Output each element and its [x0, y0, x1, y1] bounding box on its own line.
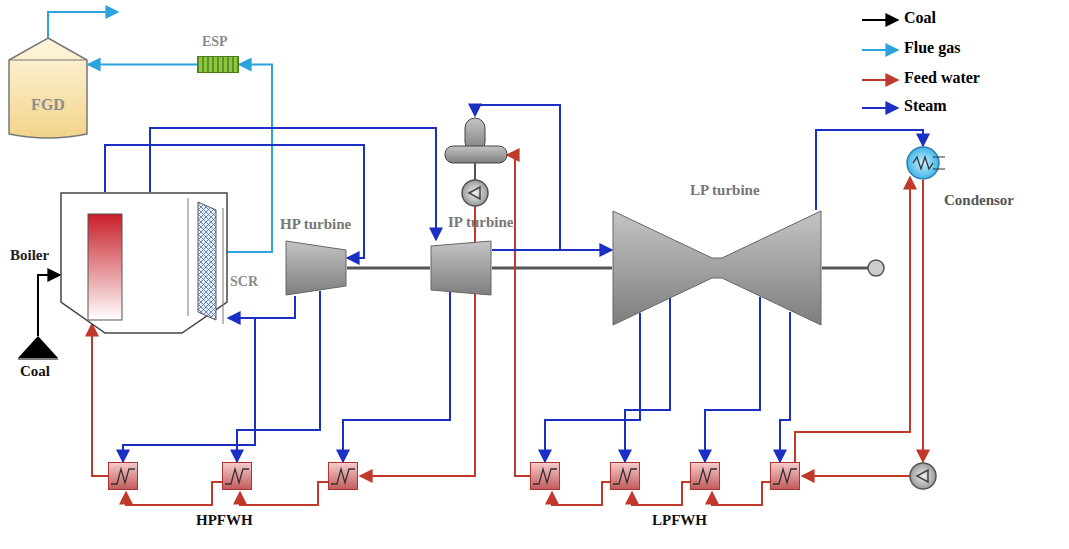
ip-turbine-outline	[431, 241, 491, 295]
legend-text: Coal	[904, 9, 936, 27]
scr-unit-outline	[198, 202, 216, 320]
legend-sample	[862, 20, 898, 108]
node-label: Coal	[20, 363, 50, 380]
feedwater-heater	[223, 463, 252, 490]
legend-text: Feed water	[904, 69, 980, 87]
feedwater-heater	[109, 463, 138, 490]
feedwater-heater	[109, 463, 800, 490]
condenser: Condensor	[906, 146, 940, 180]
legend-text: Flue gas	[904, 39, 960, 57]
boiler-outline	[61, 193, 227, 333]
esp-unit-outline	[198, 57, 239, 73]
coal-pile-outline	[18, 336, 58, 360]
steam-extraction-line	[237, 291, 320, 462]
coal-pile: Coal	[18, 336, 58, 360]
node-label: IP turbine	[448, 214, 513, 231]
fgd-silo-outline	[8, 36, 88, 140]
lp-turbine-outline	[613, 211, 821, 325]
feedwater-heater	[611, 463, 640, 490]
deaerator	[445, 146, 507, 163]
turbine-shaft	[868, 260, 884, 276]
condenser-outline	[907, 147, 939, 179]
scr-unit: SCR	[196, 202, 218, 320]
feed-water-line	[552, 482, 610, 505]
esp-unit-outline	[197, 56, 239, 73]
steam-extraction-line	[625, 298, 670, 462]
ip-turbine-outline	[430, 240, 492, 296]
steam-extraction-line	[123, 318, 255, 462]
group-label: HPFWH	[196, 512, 253, 529]
feed-water-line	[712, 482, 770, 505]
feedwater-heater	[531, 463, 560, 490]
legend-sample	[862, 19, 898, 21]
legend-text: Steam	[904, 97, 947, 115]
feed-water-line	[922, 180, 924, 462]
feed-pump	[462, 180, 936, 489]
scr-unit-outline	[196, 202, 218, 320]
node-label: Condensor	[944, 192, 1014, 209]
fgd-silo-outline	[9, 38, 87, 138]
hp-turbine: HP turbine	[285, 240, 347, 296]
boiler: BoilerSCR	[60, 192, 228, 334]
pipe-connector	[228, 296, 295, 318]
feedwater-heater	[771, 463, 800, 490]
node-label: ESP	[202, 34, 228, 50]
lp-turbine: LP turbine	[612, 210, 822, 326]
steam-extraction-line	[780, 312, 790, 462]
legend-sample	[862, 79, 898, 81]
feed-water-line	[802, 475, 910, 477]
pipe-connector	[816, 130, 923, 210]
steam-extraction-line	[343, 292, 450, 462]
fgd-silo: FGD	[8, 36, 88, 140]
feed-pump	[462, 180, 488, 206]
pipe-connector	[38, 275, 60, 336]
feedwater-heater	[691, 463, 720, 490]
condenser-outline	[906, 146, 940, 180]
ip-turbine: IP turbine	[430, 240, 492, 296]
feed-water-line	[240, 482, 328, 505]
hp-turbine-outline	[286, 241, 346, 295]
feed-water-line	[126, 482, 222, 505]
legend-sample	[862, 107, 898, 109]
flue-gas-exhaust	[48, 12, 118, 38]
feed-water-line	[92, 324, 108, 476]
node-label: Boiler	[10, 247, 49, 264]
flue-gas-exhaust	[48, 12, 118, 38]
lp-turbine-outline	[612, 210, 822, 326]
condenser-outline	[913, 157, 933, 169]
feedwater-heater	[329, 463, 358, 490]
node-label: FGD	[31, 96, 65, 114]
node-label: SCR	[230, 274, 258, 290]
pipe-connector	[492, 249, 612, 251]
boiler-outline	[88, 214, 122, 320]
feed-water-line	[507, 155, 530, 476]
condenser-outline	[933, 157, 945, 169]
coal-pile-outline	[18, 359, 58, 360]
coal-pile-outline	[18, 336, 58, 358]
hp-turbine-outline	[285, 240, 347, 296]
pipe-connector	[88, 64, 197, 66]
node-label: LP turbine	[690, 182, 760, 199]
feed-water-line	[632, 482, 690, 505]
deaerator	[474, 163, 476, 180]
legend-sample	[862, 49, 898, 51]
feed-pump	[910, 463, 936, 489]
esp-unit: ESP	[197, 56, 239, 73]
steam-extraction-line	[705, 297, 760, 462]
deaerator	[445, 118, 507, 180]
group-label: LPFWH	[652, 512, 707, 529]
fgd-silo-outline	[9, 60, 87, 61]
node-label: HP turbine	[280, 216, 351, 233]
boiler-outline	[188, 198, 223, 324]
